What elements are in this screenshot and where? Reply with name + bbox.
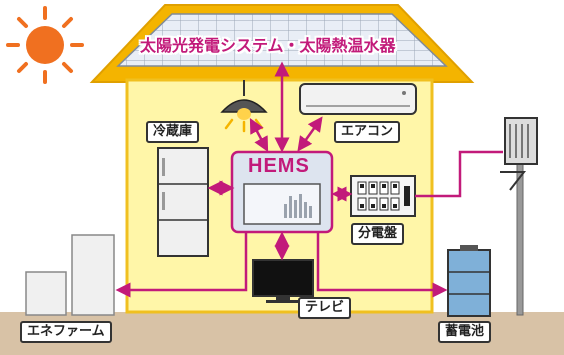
utility-pole-icon [500, 117, 538, 316]
label-breaker: 分電盤 [351, 223, 405, 245]
breaker-panel-icon [350, 175, 416, 217]
page-title: 太陽光発電システム・太陽熱温水器 [140, 36, 396, 55]
hems-hub [230, 150, 334, 234]
bar-graph-icon [284, 194, 312, 218]
fuel-cell-icon [25, 234, 115, 316]
arrow-fuelcell [115, 232, 248, 298]
label-fuelcell: エネファーム [20, 321, 112, 343]
hems-label: HEMS [248, 155, 310, 177]
connection-lines [115, 61, 503, 298]
arrow-battery [316, 232, 448, 298]
line-meter [415, 150, 503, 198]
label-aircon: エアコン [334, 121, 401, 143]
storage-battery-icon [447, 245, 491, 317]
label-fridge: 冷蔵庫 [146, 121, 200, 143]
solar-panel [116, 13, 448, 67]
arrow-lamp [249, 118, 269, 152]
label-battery: 蓄電池 [438, 321, 492, 343]
arrow-aircon [297, 116, 323, 152]
sun-icon [6, 6, 84, 84]
air-conditioner-icon [299, 83, 417, 115]
refrigerator-icon [157, 147, 209, 257]
label-tv: テレビ [298, 297, 352, 319]
